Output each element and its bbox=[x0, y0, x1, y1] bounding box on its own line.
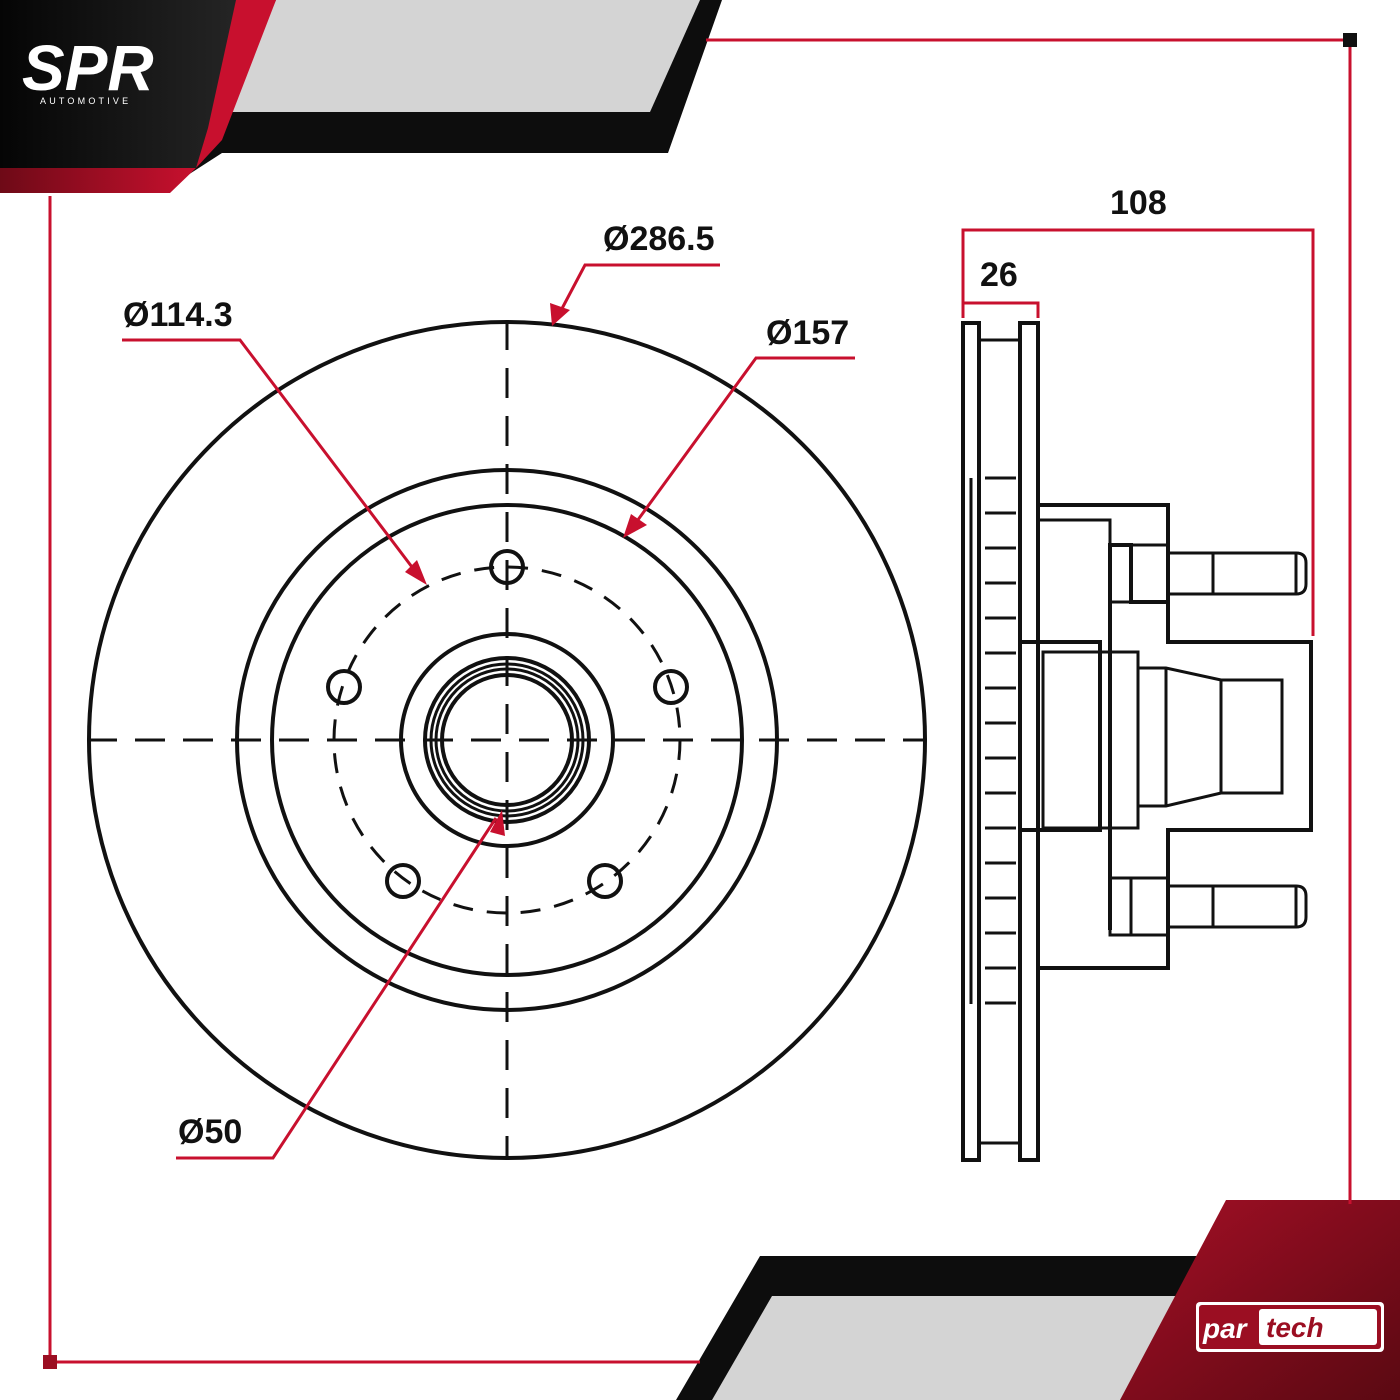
vent-slots bbox=[985, 476, 1016, 1005]
frame-corner-marker bbox=[1343, 33, 1357, 47]
arrow-bolt-circle bbox=[405, 560, 427, 585]
hat-inner-edge bbox=[270, 503, 744, 977]
total-height-label: 108 bbox=[1110, 184, 1167, 222]
outer-diameter-label: Ø286.5 bbox=[603, 220, 715, 258]
inner-diameter-label: Ø157 bbox=[766, 314, 849, 352]
top-banner bbox=[0, 0, 722, 193]
partech-logo-suffix: tech bbox=[1266, 1312, 1324, 1343]
inner-braking-plate bbox=[1018, 321, 1040, 1162]
rotor-side-view bbox=[961, 321, 1313, 1162]
hub-ring-mid bbox=[429, 662, 585, 818]
arrow-outer bbox=[550, 303, 570, 326]
lug-hole bbox=[653, 669, 689, 705]
center-bore bbox=[440, 673, 574, 807]
partech-logo-prefix: par bbox=[1202, 1313, 1249, 1344]
outer-edge bbox=[87, 320, 927, 1160]
partech-logo: par tech bbox=[1196, 1302, 1384, 1352]
frame-corner-marker bbox=[43, 1355, 57, 1369]
lug-hole bbox=[587, 863, 623, 899]
hub-ring-inner bbox=[434, 667, 580, 813]
rotor-front-view bbox=[87, 320, 927, 1160]
leader-arrowheads bbox=[405, 303, 647, 836]
bottom-banner bbox=[676, 1200, 1400, 1400]
arrow-bore bbox=[490, 810, 505, 836]
thickness-label: 26 bbox=[980, 256, 1018, 294]
center-bore-label: Ø50 bbox=[178, 1113, 242, 1151]
arrow-inner bbox=[623, 514, 647, 538]
side-dimension-lines bbox=[961, 228, 1315, 636]
frame-lines bbox=[48, 38, 1352, 1364]
spr-logo-subtitle: AUTOMOTIVE bbox=[40, 96, 131, 106]
front-leaders bbox=[122, 263, 855, 1160]
outer-braking-plate bbox=[961, 321, 981, 1162]
spr-automotive-logo: SPR AUTOMOTIVE bbox=[22, 32, 154, 106]
lug-hole bbox=[385, 863, 421, 899]
spr-logo-text: SPR bbox=[22, 32, 154, 104]
lug-hole bbox=[326, 669, 362, 705]
bolt-circle-label: Ø114.3 bbox=[123, 296, 233, 334]
